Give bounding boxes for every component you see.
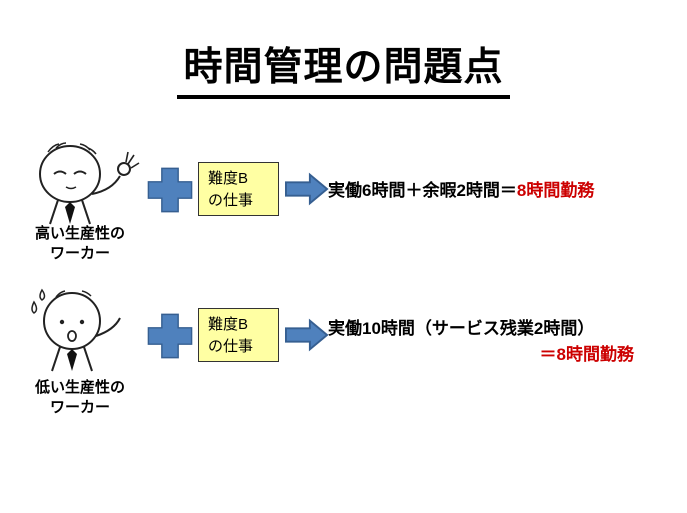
task-box-low-line2: の仕事 bbox=[208, 337, 254, 355]
result-low: 実働10時間（サービス残業2時間） ＝8時間勤務 bbox=[328, 316, 634, 369]
task-box-high-line1: 難度B bbox=[208, 170, 249, 187]
task-box-low-line1: 難度B bbox=[208, 316, 249, 333]
right-arrow-icon-low bbox=[285, 318, 329, 352]
title-wrap: 時間管理の問題点 bbox=[0, 36, 687, 99]
high-productivity-worker-icon bbox=[39, 142, 140, 225]
plus-icon-2 bbox=[147, 313, 193, 359]
result-low-red: ＝8時間勤務 bbox=[539, 345, 634, 365]
worker-label-high-line2: ワーカー bbox=[49, 245, 110, 263]
task-box-low: 難度B の仕事 bbox=[198, 308, 279, 362]
task-box-high: 難度B の仕事 bbox=[198, 162, 279, 216]
worker-label-high-line1: 高い生産性の bbox=[34, 225, 125, 242]
page-title: 時間管理の問題点 bbox=[177, 36, 510, 99]
worker-label-low-line2: ワーカー bbox=[49, 399, 110, 417]
worker-label-low: 低い生産性の ワーカー bbox=[0, 378, 160, 419]
result-high-black: 実働6時間＋余暇2時間＝ bbox=[328, 181, 517, 200]
result-high-red: 8時間勤務 bbox=[516, 181, 595, 200]
plus-icon bbox=[147, 167, 193, 213]
low-productivity-worker-icon bbox=[31, 288, 121, 372]
result-low-black: 実働10時間（サービス残業2時間） bbox=[328, 319, 595, 338]
worker-label-high: 高い生産性の ワーカー bbox=[0, 224, 160, 265]
right-arrow-icon-high bbox=[285, 172, 329, 206]
result-high: 実働6時間＋余暇2時間＝8時間勤務 bbox=[328, 178, 594, 204]
worker-label-low-line1: 低い生産性の bbox=[34, 379, 125, 396]
task-box-high-line2: の仕事 bbox=[208, 191, 254, 209]
